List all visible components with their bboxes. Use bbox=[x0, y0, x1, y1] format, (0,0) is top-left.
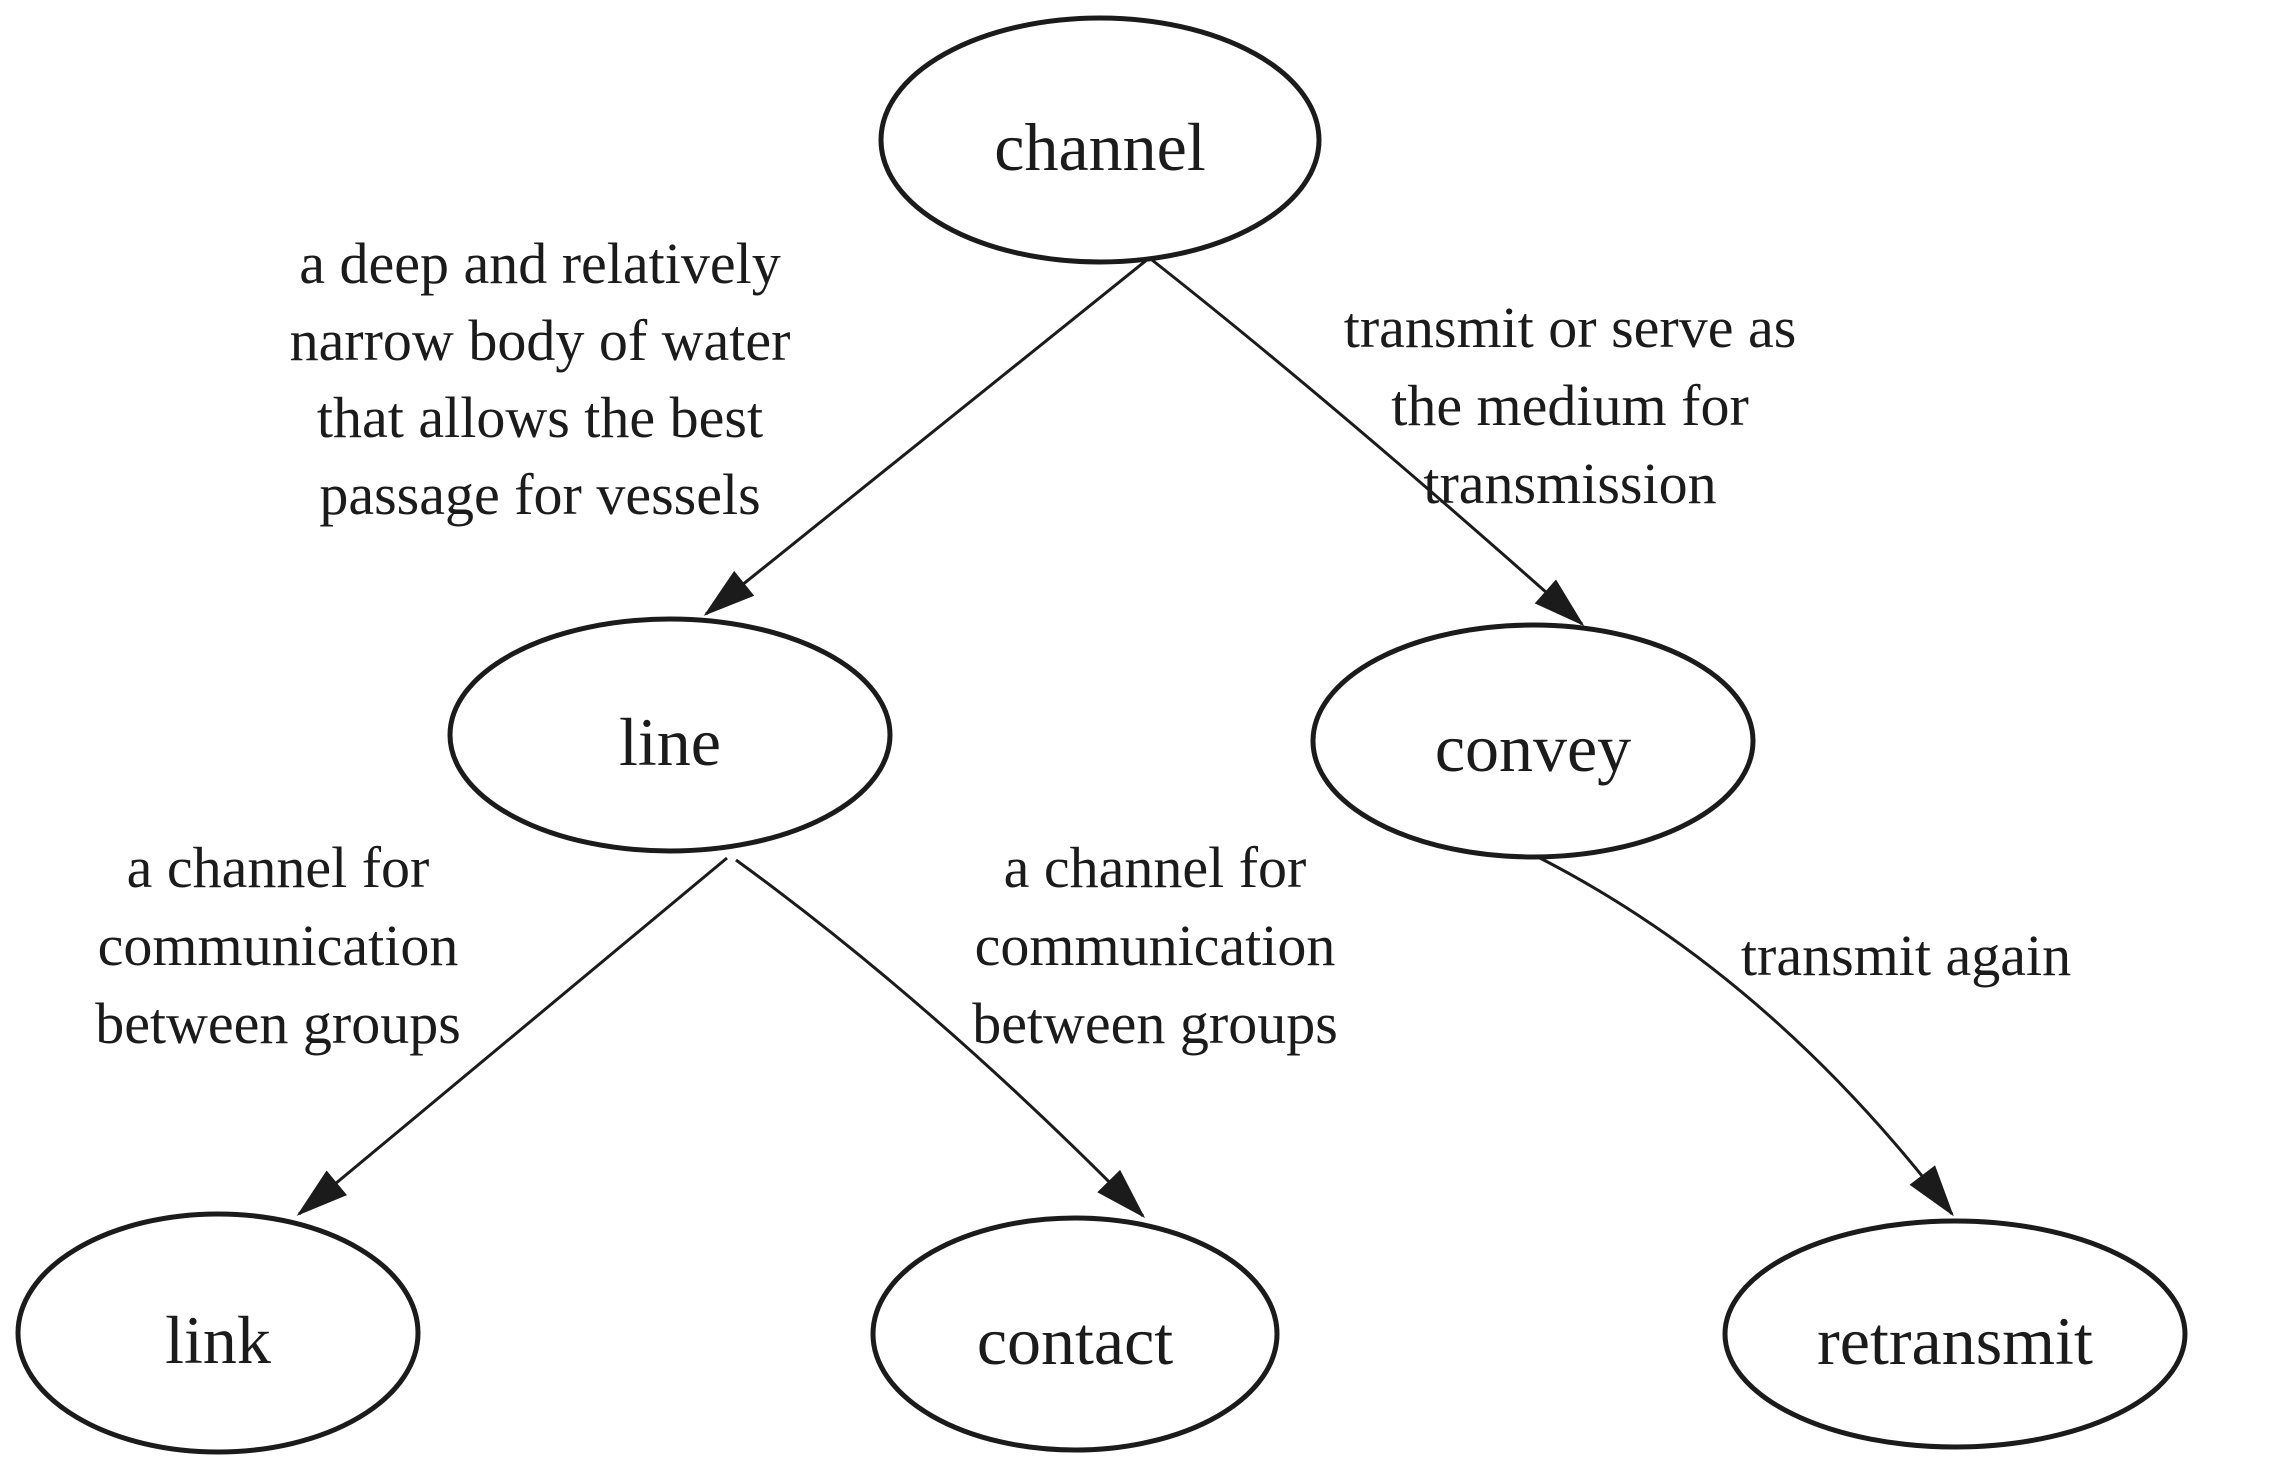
edge-label-line: that allows the best bbox=[317, 385, 763, 450]
edge-label-def-channel-line: a deep and relatively narrow body of wate… bbox=[290, 231, 791, 527]
edge-channel-convey bbox=[1151, 258, 1585, 626]
node-link-label: link bbox=[165, 1302, 271, 1378]
node-line-ellipse bbox=[447, 616, 893, 854]
edge-label-def-channel-convey: transmit or serve as the medium for transm… bbox=[1344, 295, 1797, 516]
node-line-label: line bbox=[619, 704, 721, 780]
node-contact-ellipse bbox=[870, 1215, 1280, 1453]
edge-label-line: a deep and relatively bbox=[299, 231, 780, 296]
node-link: link bbox=[15, 1211, 421, 1455]
edge-label-def-line-contact: a channel for communication between groups bbox=[972, 835, 1338, 1056]
node-retransmit: retransmit bbox=[1722, 1218, 2188, 1450]
node-contact: contact bbox=[870, 1215, 1280, 1453]
edge-label-line: narrow body of water bbox=[290, 308, 791, 373]
node-retransmit-label: retransmit bbox=[1817, 1303, 2093, 1379]
edge-line-link bbox=[296, 856, 728, 1216]
node-convey-label: convey bbox=[1435, 710, 1631, 786]
edge-label-line: transmit again bbox=[1741, 923, 2071, 988]
edge-label-line: transmission bbox=[1423, 451, 1716, 516]
edge-label-line: passage for vessels bbox=[319, 462, 760, 527]
node-channel-ellipse bbox=[878, 15, 1322, 265]
node-line: line bbox=[447, 616, 893, 854]
node-convey-ellipse bbox=[1310, 622, 1756, 860]
node-link-ellipse bbox=[15, 1211, 421, 1455]
node-retransmit-ellipse bbox=[1722, 1218, 2188, 1450]
node-channel: channel bbox=[878, 15, 1322, 265]
edge-label-line: the medium for bbox=[1391, 373, 1749, 438]
edge-label-line: between groups bbox=[972, 991, 1338, 1056]
edge-channel-line bbox=[703, 257, 1149, 616]
node-contact-label: contact bbox=[977, 1303, 1173, 1379]
node-convey: convey bbox=[1310, 622, 1756, 860]
edge-label-line: communication bbox=[975, 913, 1336, 978]
node-channel-label: channel bbox=[994, 109, 1205, 185]
edge-label-def-convey-retransmit: transmit again bbox=[1741, 923, 2071, 988]
edge-convey-retransmit bbox=[1535, 854, 1954, 1217]
edge-label-line: transmit or serve as bbox=[1344, 295, 1797, 360]
edge-line-contact bbox=[735, 858, 1146, 1219]
edge-label-def-line-link: a channel for communication between groups bbox=[95, 835, 461, 1056]
edge-label-line: a channel for bbox=[127, 835, 430, 900]
edge-label-line: communication bbox=[98, 913, 459, 978]
edge-label-line: between groups bbox=[95, 991, 461, 1056]
edge-label-line: a channel for bbox=[1004, 835, 1307, 900]
